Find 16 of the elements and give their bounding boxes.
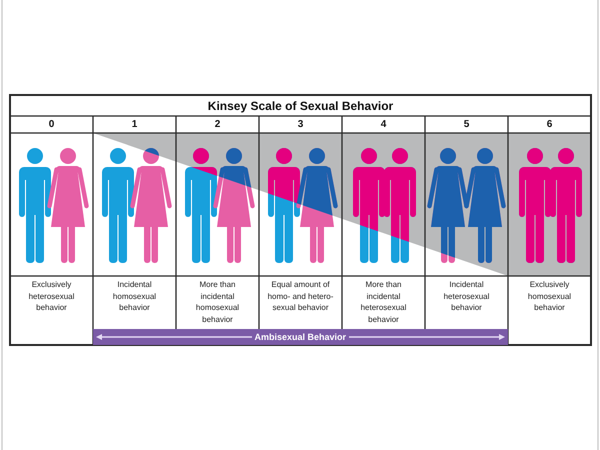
scale-number: 5 — [464, 119, 470, 130]
scale-number: 1 — [132, 119, 138, 130]
scale-number: 3 — [298, 119, 304, 130]
scale-number: 0 — [48, 119, 54, 130]
scale-description: More than incidental homosexual behavior — [194, 279, 240, 325]
scale-description: Incidental homosexual behavior — [112, 279, 158, 314]
scale-description: Incidental heterosexual behavior — [442, 279, 490, 314]
scale-number: 4 — [380, 119, 386, 130]
scale-description: Exclusively heterosexual behavior — [28, 279, 76, 314]
scale-number: 2 — [214, 119, 220, 130]
table-title: Kinsey Scale of Sexual Behavior — [208, 98, 394, 112]
scale-description: Exclusively homosexual behavior — [526, 279, 572, 314]
scale-description: Equal amount of homo- and hetero-sexual behavior — [266, 279, 334, 314]
scale-number: 6 — [546, 119, 552, 130]
range-label: Ambisexual Behavior — [252, 331, 350, 343]
scale-description: More than incidental heterosexual behavior — [360, 279, 408, 325]
